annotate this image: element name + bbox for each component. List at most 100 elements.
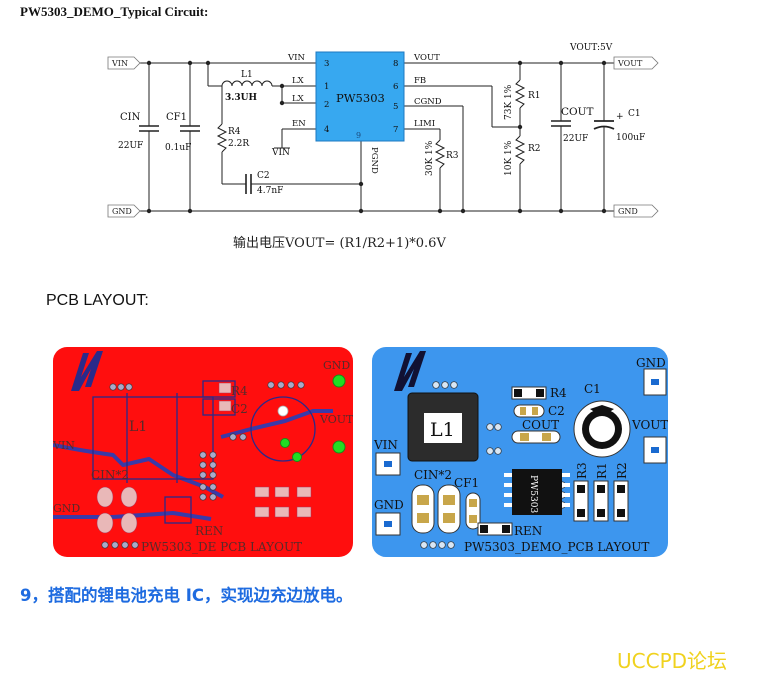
pcb-top-ren-label: REN xyxy=(195,524,223,538)
pin-1-number: 1 xyxy=(324,82,329,92)
r4-value: 2.2R xyxy=(228,139,249,149)
cf1-ref: CF1 xyxy=(166,112,187,123)
pin-vout-label: VOUT xyxy=(413,53,440,63)
cout-ref: COUT xyxy=(561,106,594,118)
pin-fb-label: FB xyxy=(414,76,426,86)
c1-value: 100uF xyxy=(616,133,645,143)
pin-8-number: 8 xyxy=(393,59,398,69)
l1-ref: L1 xyxy=(241,70,253,80)
pcb-bottom-c1-label: C1 xyxy=(584,382,601,396)
pin-pgnd-label: PGND xyxy=(369,147,379,174)
pcb-top-cin-label: CIN*2 xyxy=(91,468,129,482)
output-voltage-formula: 输出电压VOUT= (R1/R2+1)*0.6V xyxy=(233,236,446,251)
application-note: 9，搭配的锂电池充电 IC，实现边充边放电。 xyxy=(20,586,353,605)
cout-footprint xyxy=(511,430,561,444)
pin-lx2-label: LX xyxy=(292,94,305,104)
gnd-port-label-left: GND xyxy=(112,207,132,216)
c1-top xyxy=(589,416,615,442)
pcb-bottom-r2-label: R2 xyxy=(615,462,629,479)
pcb-layout-heading: PCB LAYOUT: xyxy=(46,292,149,309)
pin-lx1-label: LX xyxy=(292,76,305,86)
r2-value: 10K 1% xyxy=(504,140,514,176)
inductor-l1 xyxy=(221,80,273,87)
c1-ref: C1 xyxy=(628,109,641,119)
pcb-top-gnd-label: GND xyxy=(53,502,80,515)
document-title: PW5303_DEMO_Typical Circuit: xyxy=(20,4,209,19)
vout-port-tag xyxy=(613,56,659,70)
l1-footprint-outline xyxy=(92,396,214,480)
en-vin-label: VIN xyxy=(271,148,290,158)
resistor-r1 xyxy=(514,79,526,109)
c1-footprint-outline xyxy=(250,396,316,462)
l1-label-plate xyxy=(424,413,462,443)
gnd-port-tag-right xyxy=(613,204,659,218)
brand-logo xyxy=(71,351,103,391)
pin-3-number: 3 xyxy=(324,59,329,69)
trace-gnd xyxy=(53,511,212,521)
r1-ref: R1 xyxy=(528,91,541,101)
trace-vin xyxy=(53,443,224,499)
pcb-bottom-l1-label: L1 xyxy=(430,419,455,441)
pin-5-number: 5 xyxy=(393,102,398,112)
pin-6-number: 6 xyxy=(393,82,398,92)
brand-logo-bottom xyxy=(394,351,426,391)
pcb-top-r4-label: R4 xyxy=(231,384,248,398)
r2-ref: R2 xyxy=(528,144,541,154)
pcb-bottom-ic-label: PW5303 xyxy=(528,475,538,513)
pcb-bottom-vin-label: VIN xyxy=(373,438,398,452)
l1-value: 3.3UH xyxy=(225,93,258,103)
gnd-port-label-right: GND xyxy=(618,207,638,216)
pcb-bottom-ren-label: REN xyxy=(514,524,542,538)
pcb-bottom-r1-label: R1 xyxy=(595,462,609,479)
r4-ref: R4 xyxy=(228,127,241,137)
cin-value: 22UF xyxy=(118,141,143,151)
resistor-r4 xyxy=(216,123,228,153)
vout-port-label: VOUT xyxy=(617,59,643,68)
pcb-top-vout-label: VOUT xyxy=(319,413,353,426)
pcb-bottom-cin-label: CIN*2 xyxy=(414,468,452,482)
pw5303-chip xyxy=(512,469,562,515)
cout-value: 22UF xyxy=(563,134,588,144)
pw5303-ic-label: PW5303 xyxy=(336,91,385,105)
vin-port-label: VIN xyxy=(111,59,128,68)
pcb-bottom-cf1-label: CF1 xyxy=(454,476,479,490)
gnd-port-tag-left xyxy=(107,204,141,218)
c1-pad-top-2 xyxy=(292,452,302,462)
c1-pad-top-1 xyxy=(280,438,290,448)
c2-value: 4.7nF xyxy=(257,186,283,196)
gnd-right-test-point-1 xyxy=(332,374,346,388)
pcb-top-c2-label: C2 xyxy=(231,402,248,416)
resistor-r3 xyxy=(434,139,446,169)
c1-polarity: + xyxy=(616,112,624,122)
typical-circuit-schematic: VIN GND VOUT GND PW5303 9 3 1 2 4 8 6 5 … xyxy=(107,43,659,218)
r3-value: 30K 1% xyxy=(425,140,435,176)
pcb-bottom-r4-label: R4 xyxy=(550,386,567,400)
pcb-bottom-footer-label: PW5303_DEMO_PCB LAYOUT xyxy=(464,540,649,554)
pin-limi-label: LIMI xyxy=(414,119,435,129)
pcb-bottom-r3-label: R3 xyxy=(575,462,589,479)
c2-footprint xyxy=(513,404,545,418)
cin-2-footprint xyxy=(437,484,461,534)
cf1-value: 0.1uF xyxy=(165,143,191,153)
pin-vin-label: VIN xyxy=(287,53,305,63)
pcb-bottom-layer-image: VIN GND GND VOUT L1 R4 C1 C2 COUT CIN*2 … xyxy=(372,347,668,557)
trace-vout xyxy=(220,409,333,439)
pcb-bottom-cout-label: COUT xyxy=(522,418,559,432)
vout-test-point xyxy=(332,440,346,454)
pcb-bottom-c2-label: C2 xyxy=(548,404,565,418)
pcb-bottom-gnd-label: GND xyxy=(374,498,404,512)
cin-1-footprint xyxy=(411,484,435,534)
pin-4-number: 4 xyxy=(324,125,329,135)
forum-watermark: UCCPD论坛 xyxy=(617,649,728,673)
pin-cgnd-label: CGND xyxy=(414,97,442,107)
pin-7-number: 7 xyxy=(393,125,398,135)
pin-en-label: EN xyxy=(292,119,306,129)
pcb-top-layer-image: VIN GND GND VOUT L1 CIN*2 R4 C2 REN PW53… xyxy=(53,347,353,557)
vin-port-tag xyxy=(107,56,141,70)
pcb-top-gnd-right-label: GND xyxy=(323,359,350,372)
c2-ref: C2 xyxy=(257,171,270,181)
resistor-r2 xyxy=(514,135,526,165)
pcb-top-vin-label: VIN xyxy=(53,439,75,452)
pcb-bottom-vout-label: VOUT xyxy=(631,418,668,432)
pcb-top-footer-label: PW5303_DE PCB LAYOUT xyxy=(141,540,302,554)
